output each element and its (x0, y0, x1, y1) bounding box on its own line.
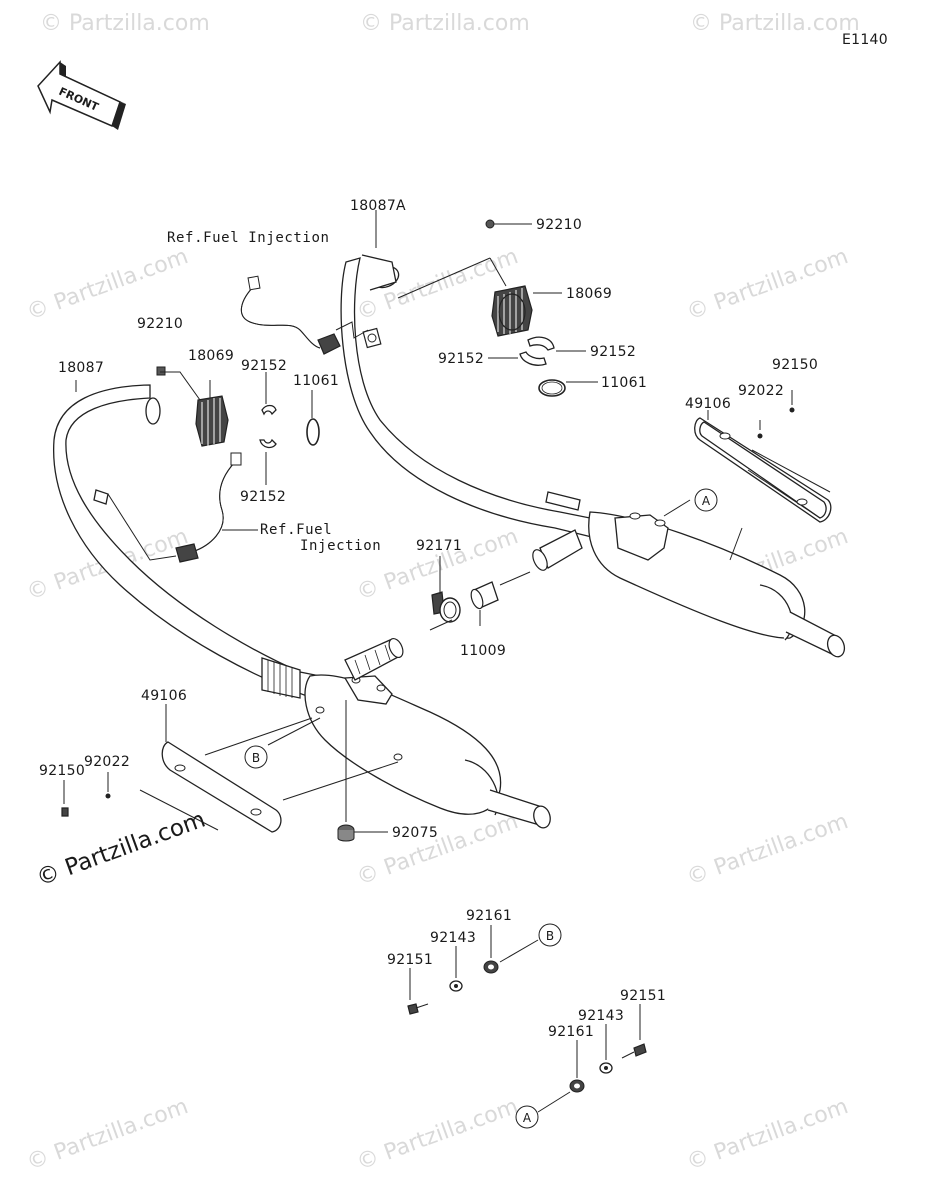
part-label-92143-b[interactable]: 92143 (430, 930, 476, 946)
watermark: © Partzilla.com (354, 1094, 522, 1176)
watermark: © Partzilla.com (690, 11, 860, 36)
right-exhaust-pipe (340, 254, 846, 658)
diagram-code: E1140 (842, 32, 888, 48)
heat-guard-right (694, 417, 832, 523)
clamp (431, 591, 461, 623)
part-label-92022-left[interactable]: 92022 (84, 754, 130, 770)
part-label-18069-left[interactable]: 18069 (188, 348, 234, 364)
part-label-49106-left[interactable]: 49106 (141, 688, 187, 704)
part-label-92171[interactable]: 92171 (416, 538, 462, 554)
bolt-left-icon (61, 807, 69, 817)
ref-fuel-injection-left-line2[interactable]: Injection (300, 538, 381, 554)
front-arrow-icon: FRONT (37, 60, 126, 130)
callout-a-label: A (523, 1111, 532, 1125)
part-label-18087A[interactable]: 18087A (350, 198, 406, 214)
part-label-92151-a[interactable]: 92151 (620, 988, 666, 1004)
bolt-right-icon (789, 407, 795, 413)
hardware-b (407, 960, 499, 1015)
part-label-92075[interactable]: 92075 (392, 825, 438, 841)
collar-right-lower (519, 351, 547, 366)
collar-left-upper (261, 404, 277, 416)
collar-left-lower (259, 438, 277, 449)
part-label-92152-left-b[interactable]: 92152 (240, 489, 286, 505)
part-label-11061-left[interactable]: 11061 (293, 373, 339, 389)
callout-b-label: B (252, 751, 260, 765)
part-label-92161-b[interactable]: 92161 (466, 908, 512, 924)
watermark: © Partzilla.com (24, 1094, 192, 1176)
part-label-92150-left[interactable]: 92150 (39, 763, 85, 779)
ref-fuel-injection-left-line1[interactable]: Ref.Fuel (260, 522, 332, 538)
part-label-11061-right[interactable]: 11061 (601, 375, 647, 391)
callout-b-label: B (546, 929, 554, 943)
part-label-49106-right[interactable]: 49106 (685, 396, 731, 412)
callout-a-label: A (702, 494, 711, 508)
part-label-18069-right[interactable]: 18069 (566, 286, 612, 302)
part-label-92022-right[interactable]: 92022 (738, 383, 784, 399)
callout-b-upper: B (244, 745, 268, 769)
washer-left-icon (105, 793, 111, 799)
part-label-92210-right[interactable]: 92210 (536, 217, 582, 233)
seal-right (538, 379, 566, 397)
callout-a-upper: A (694, 488, 718, 512)
part-label-11009[interactable]: 11009 (460, 643, 506, 659)
part-label-92152-right-a[interactable]: 92152 (590, 344, 636, 360)
part-label-92151-b[interactable]: 92151 (387, 952, 433, 968)
ref-fuel-injection-top[interactable]: Ref.Fuel Injection (167, 230, 330, 246)
gasket-left (195, 395, 229, 447)
watermark: © Partzilla.com (40, 11, 210, 36)
grommet (337, 824, 355, 842)
washer-right-icon (757, 433, 763, 439)
watermark: © Partzilla.com (684, 244, 852, 326)
watermark: © Partzilla.com (354, 809, 522, 891)
copyright-text: © Partzilla.com (33, 806, 209, 891)
part-label-92152-left-a[interactable]: 92152 (241, 358, 287, 374)
watermark: © Partzilla.com (684, 1094, 852, 1176)
part-label-18087[interactable]: 18087 (58, 360, 104, 376)
watermark: © Partzilla.com (684, 809, 852, 891)
collar-right-upper (527, 336, 555, 351)
leader-lines (63, 210, 831, 1113)
left-exhaust-pipe (53, 384, 551, 829)
right-o2-sensor (240, 275, 341, 355)
heat-guard-left (161, 741, 282, 833)
watermark: © Partzilla.com (24, 244, 192, 326)
part-label-92161-a[interactable]: 92161 (548, 1024, 594, 1040)
callout-b-lower: B (538, 923, 562, 947)
watermark: © Partzilla.com (360, 11, 530, 36)
nut-left-icon (156, 366, 166, 376)
part-label-92143-a[interactable]: 92143 (578, 1008, 624, 1024)
part-label-92210-left[interactable]: 92210 (137, 316, 183, 332)
hardware-a (569, 1043, 647, 1093)
seal-left (306, 418, 320, 446)
callout-a-lower: A (515, 1105, 539, 1129)
pipe-sleeve (470, 581, 499, 610)
nut-right-icon (485, 219, 495, 229)
part-label-92150-right[interactable]: 92150 (772, 357, 818, 373)
gasket-right (491, 285, 533, 337)
left-o2-sensor (175, 452, 242, 563)
part-label-92152-right-b[interactable]: 92152 (438, 351, 484, 367)
